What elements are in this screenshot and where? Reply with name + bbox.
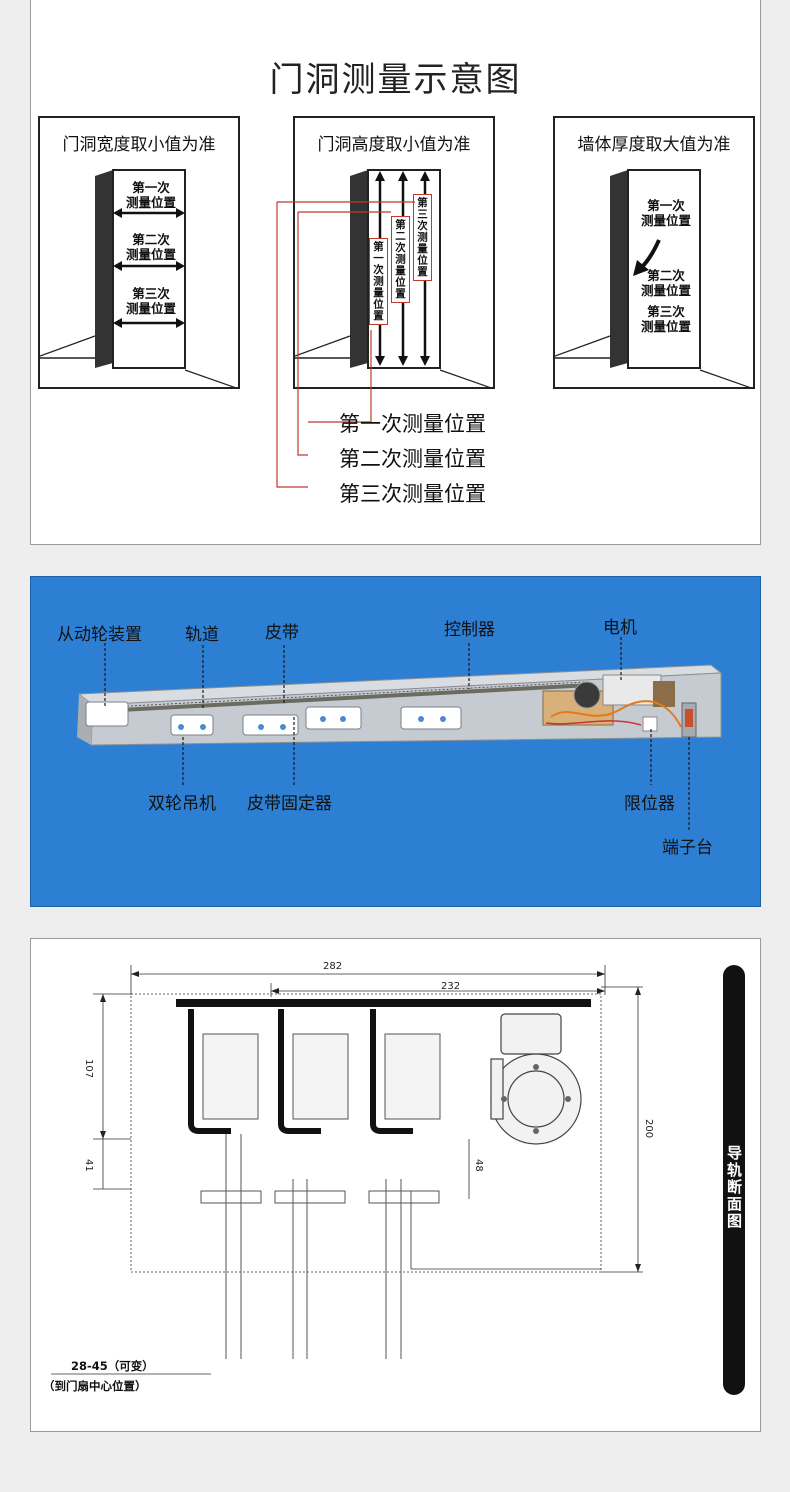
width-mark-3: 第三次 测量位置	[125, 286, 176, 316]
height-measure-box: 门洞高度取小值为准 第一次测量位置 第二次测量位置 第三次测量位置	[293, 116, 495, 389]
height-mark-3: 第三次测量位置	[413, 194, 432, 281]
operator-assembly	[77, 637, 723, 831]
label-motor: 电机	[603, 618, 637, 638]
thickness-measure-box: 墙体厚度取大值为准 第一次 测量位置 第二次 测量位置 第三次 测量位置	[553, 116, 755, 389]
dim-left-height: 107	[83, 1059, 94, 1079]
thickness-mark-3: 第三次 测量位置	[640, 304, 691, 334]
width-mark-2: 第二次 测量位置	[125, 232, 176, 262]
height-caption: 门洞高度取小值为准	[317, 135, 471, 155]
label-belt-clamp: 皮带固定器	[247, 794, 332, 814]
rail-section-drawing	[93, 965, 643, 1359]
measurement-panel: 门洞测量示意图 门洞宽度取小值为准 第一次 测量位置 第二次 测量位置 第三次 …	[30, 0, 761, 545]
label-hanger: 双轮吊机	[148, 794, 216, 814]
thickness-mark-2: 第二次 测量位置	[640, 268, 691, 298]
dim-right-height: 200	[643, 1119, 654, 1139]
note-offset-range: 28-45（可变）	[71, 1359, 154, 1373]
legend-3: 第三次测量位置	[339, 482, 486, 506]
height-mark-2: 第二次测量位置	[391, 216, 410, 303]
measurement-title: 门洞测量示意图	[269, 60, 522, 100]
label-belt: 皮带	[265, 623, 299, 643]
height-mark-1: 第一次测量位置	[369, 238, 388, 325]
label-track: 轨道	[185, 625, 219, 645]
width-measure-box: 门洞宽度取小值为准 第一次 测量位置 第二次 测量位置 第三次 测量位置	[38, 116, 240, 389]
thickness-door-drawing	[555, 169, 751, 387]
width-door-drawing	[40, 169, 236, 387]
dim-bracket: 48	[473, 1159, 484, 1172]
side-title: 导轨断面图	[725, 1145, 743, 1230]
dim-lower: 41	[83, 1159, 94, 1172]
width-mark-1: 第一次 测量位置	[125, 180, 176, 210]
width-caption: 门洞宽度取小值为准	[62, 135, 216, 155]
label-terminal: 端子台	[662, 838, 713, 858]
height-door-drawing	[295, 169, 491, 387]
note-dim-line	[51, 1373, 211, 1375]
dim-overall: 282	[323, 961, 343, 972]
label-controller: 控制器	[444, 620, 495, 640]
label-driven-wheel: 从动轮装置	[57, 625, 142, 645]
side-title-tab	[723, 965, 745, 1395]
thickness-mark-1: 第一次 测量位置	[640, 198, 691, 228]
section-panel: 282 232 107 41 48 200 28-45（可变） （到门扇中心位置…	[30, 938, 761, 1432]
thickness-caption: 墙体厚度取大值为准	[577, 135, 731, 155]
mechanism-panel: 从动轮装置 轨道 皮带 控制器 电机 双轮吊机 皮带固定器 限位器 端子台	[30, 576, 761, 907]
note-offset-desc: （到门扇中心位置）	[43, 1379, 147, 1393]
legend-1: 第一次测量位置	[339, 412, 486, 436]
legend-2: 第二次测量位置	[339, 447, 486, 471]
dim-inner: 232	[441, 981, 461, 992]
label-limiter: 限位器	[624, 794, 675, 814]
